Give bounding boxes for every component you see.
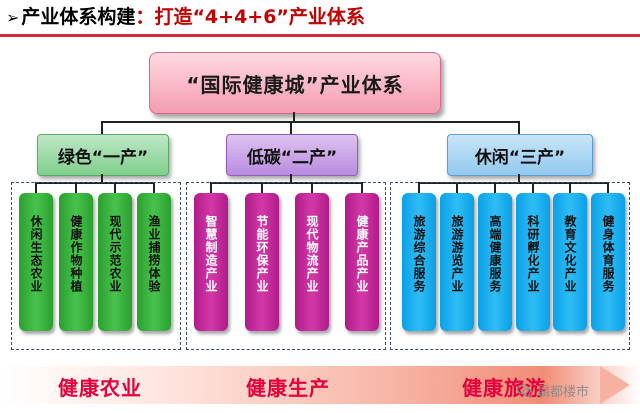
connector-blue-stem: [518, 174, 520, 182]
item-blue-5: 教育文化产业: [553, 193, 587, 331]
item-label: 渔业捕捞体验: [147, 215, 161, 293]
connector-purple-3: [311, 182, 313, 193]
category-purple-label: 低碳“二产”: [246, 147, 338, 168]
connector-blue-1: [418, 182, 420, 193]
item-label: 旅游游览产业: [450, 215, 464, 293]
item-blue-3: 高端健康服务: [478, 193, 512, 331]
item-label: 健康产品产业: [355, 215, 369, 293]
connector-blue-bar: [418, 182, 608, 184]
connector-purple-stem: [290, 174, 292, 182]
heading-label: 产业体系构建: [21, 6, 136, 28]
item-label: 健康作物种植: [69, 215, 83, 293]
category-green-label: 绿色“一产”: [57, 147, 149, 168]
item-label: 智慧制造产业: [204, 215, 218, 293]
connector-vertical-main: [293, 112, 295, 122]
item-purple-4: 健康产品产业: [345, 193, 379, 331]
connector-horizontal-main: [101, 121, 519, 123]
system-title-box: “国际健康城”产业体系: [149, 52, 441, 114]
connector-blue-3: [494, 182, 496, 193]
progress-arrow-band: [0, 366, 640, 404]
page-heading: ➢产业体系构建：打造“4+4+6”产业体系: [6, 2, 365, 32]
phase-agriculture: 健康农业: [58, 376, 142, 400]
item-blue-2: 旅游游览产业: [440, 193, 474, 331]
category-blue-box: 休闲“三产”: [447, 134, 593, 176]
watermark: 霸都楼市: [517, 381, 589, 400]
connector-blue-2: [456, 182, 458, 193]
item-green-3: 现代示范农业: [98, 193, 132, 331]
connector-blue-4: [532, 182, 534, 193]
item-green-2: 健康作物种植: [59, 193, 93, 331]
connector-green-bar: [35, 182, 155, 184]
connector-purple-bar: [210, 182, 362, 184]
item-label: 教育文化产业: [563, 215, 577, 293]
connector-drop-purple: [290, 121, 292, 134]
connector-purple-1: [210, 182, 212, 193]
item-blue-1: 旅游综合服务: [402, 193, 436, 331]
connector-green-stem: [101, 174, 103, 182]
connector-green-3: [114, 182, 116, 193]
item-label: 高端健康服务: [488, 215, 502, 293]
category-green-box: 绿色“一产”: [37, 134, 169, 176]
connector-green-2: [75, 182, 77, 193]
connector-blue-6: [607, 182, 609, 193]
item-label: 节能环保产业: [255, 215, 269, 293]
heading-rule: [0, 34, 640, 37]
item-label: 科研孵化产业: [526, 215, 540, 293]
system-title: “国际健康城”产业体系: [186, 72, 404, 97]
heading-colon: ：: [135, 6, 155, 28]
item-blue-6: 健身体育服务: [591, 193, 625, 331]
item-label: 现代示范农业: [108, 215, 122, 293]
bullet-arrow-icon: ➢: [6, 8, 20, 27]
category-purple-box: 低碳“二产”: [226, 134, 358, 176]
item-label: 现代物流产业: [305, 215, 319, 293]
item-green-4: 渔业捕捞体验: [137, 193, 171, 331]
group-green-frame: [11, 182, 181, 350]
watermark-text: 霸都楼市: [537, 385, 590, 400]
wechat-icon: [517, 383, 533, 397]
item-purple-1: 智慧制造产业: [194, 193, 228, 331]
item-blue-4: 科研孵化产业: [516, 193, 550, 331]
connector-drop-blue: [518, 121, 520, 134]
group-purple-frame: [186, 182, 386, 350]
heading-emphasis: 打造“4+4+6”产业体系: [154, 6, 365, 28]
connector-green-4: [153, 182, 155, 193]
category-blue-label: 休闲“三产”: [474, 147, 566, 168]
item-purple-3: 现代物流产业: [295, 193, 329, 331]
arrow-head-icon: [600, 366, 630, 404]
phase-tourism: 健康旅游: [462, 376, 546, 400]
connector-purple-2: [261, 182, 263, 193]
connector-green-1: [35, 182, 37, 193]
connector-blue-5: [569, 182, 571, 193]
connector-drop-green: [101, 121, 103, 134]
phase-production: 健康生产: [246, 376, 330, 400]
item-label: 休闲生态农业: [29, 215, 43, 293]
item-green-1: 休闲生态农业: [19, 193, 53, 331]
item-label: 健身体育服务: [601, 215, 615, 293]
connector-purple-4: [361, 182, 363, 193]
group-blue-frame: [390, 182, 630, 350]
item-purple-2: 节能环保产业: [245, 193, 279, 331]
item-label: 旅游综合服务: [412, 215, 426, 293]
